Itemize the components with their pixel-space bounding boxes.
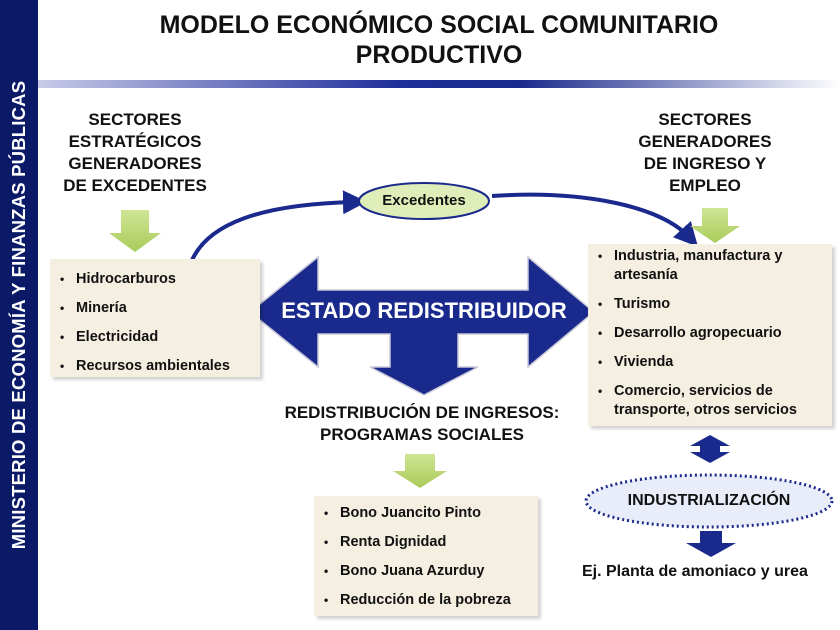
list-item: Bono Juancito Pinto [314, 499, 538, 528]
excedentes-label: Excedentes [382, 192, 466, 209]
ministry-sidebar: MINISTERIO DE ECONOMÍA Y FINANZAS PÚBLIC… [0, 0, 38, 630]
heading-line: GENERADORES [638, 132, 772, 151]
left-green-arrow [109, 210, 161, 252]
right-green-arrow [690, 208, 740, 243]
industrializacion-ellipse [584, 473, 834, 529]
updown-blue-arrow [690, 435, 730, 463]
left-sector-box: Hidrocarburos Minería Electricidad Recur… [50, 259, 260, 381]
list-item: Electricidad [50, 323, 260, 352]
title-divider [38, 80, 840, 88]
heading-line: DE EXCEDENTES [63, 176, 207, 195]
estado-arrow-shape [248, 255, 596, 396]
list-item: Industria, manufactura y artesanía [588, 247, 832, 285]
right-sector-box: Industria, manufactura y artesanía Turis… [588, 244, 832, 426]
list-item: Minería [50, 294, 260, 323]
estado-redistribuidor-label: ESTADO REDISTRIBUIDOR [281, 298, 567, 323]
example-text: Ej. Planta de amoniaco y urea [582, 563, 808, 580]
heading-line: DE INGRESO Y [643, 154, 767, 173]
heading-line: SECTORES [88, 110, 182, 129]
redistribucion-heading: REDISTRIBUCIÓN DE INGRESOS: PROGRAMAS SO… [250, 402, 594, 446]
list-item: Vivienda [588, 353, 832, 372]
heading-line: REDISTRIBUCIÓN DE INGRESOS: [284, 403, 560, 422]
left-sector-heading: SECTORES ESTRATÉGICOS GENERADORES DE EXC… [50, 109, 220, 197]
list-item: Desarrollo agropecuario [588, 324, 832, 343]
heading-line: PROGRAMAS SOCIALES [319, 425, 525, 444]
arc-to-excedentes [186, 190, 367, 273]
list-item: Turismo [588, 295, 832, 314]
industrializacion-label: INDUSTRIALIZACIÓN [627, 492, 791, 509]
arc-to-right-sector [491, 192, 699, 247]
programs-box: Bono Juancito Pinto Renta Dignidad Bono … [314, 496, 538, 616]
title-line-1: MODELO ECONÓMICO SOCIAL COMUNITARIO [159, 11, 719, 39]
list-item: Reducción de la pobreza [314, 586, 538, 615]
list-item: Hidrocarburos [50, 265, 260, 294]
heading-line: SECTORES [658, 110, 752, 129]
right-sector-heading: SECTORES GENERADORES DE INGRESO Y EMPLEO [616, 109, 794, 197]
heading-line: GENERADORES [68, 154, 202, 173]
list-item: Bono Juana Azurduy [314, 557, 538, 586]
title-line-2: PRODUCTIVO [355, 41, 523, 69]
center-green-arrow [393, 454, 447, 488]
heading-line: ESTRATÉGICOS [68, 132, 202, 151]
list-item: Recursos ambientales [50, 352, 260, 381]
heading-line: EMPLEO [669, 176, 741, 195]
list-item: Renta Dignidad [314, 528, 538, 557]
list-item: Comercio, servicios de transporte, otros… [588, 382, 832, 420]
excedentes-ellipse [358, 182, 490, 220]
example-blue-arrow [686, 531, 736, 557]
page-title: MODELO ECONÓMICO SOCIAL COMUNITARIO PROD… [38, 10, 840, 70]
